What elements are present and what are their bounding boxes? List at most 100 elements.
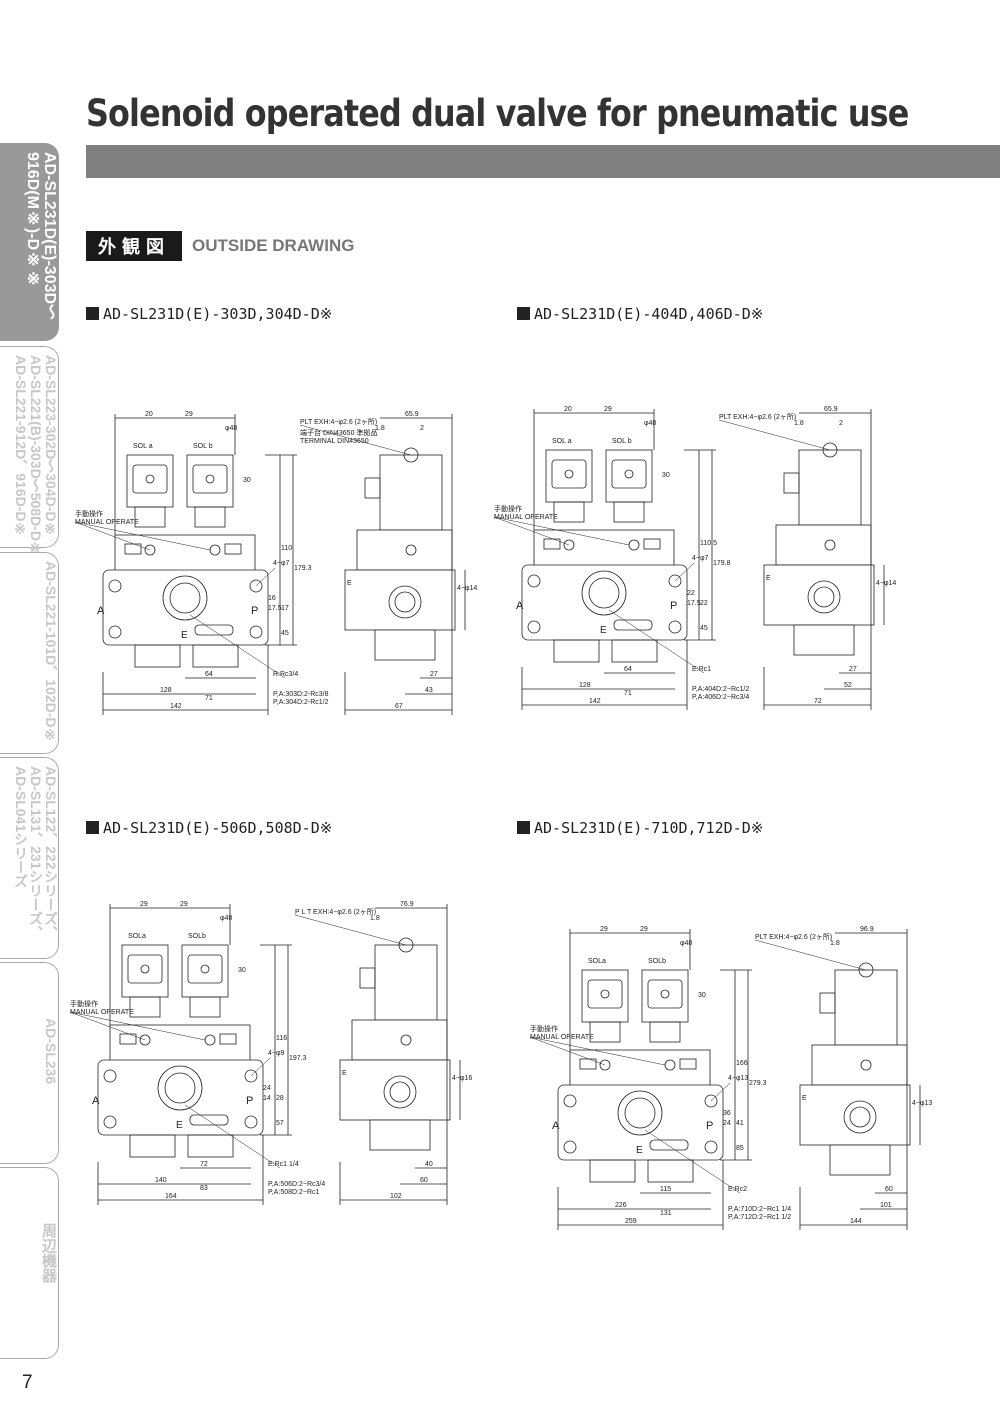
dimension-label: 142 bbox=[170, 703, 182, 710]
dimension-label: P bbox=[251, 605, 258, 617]
dimension-label: 30 bbox=[698, 992, 706, 999]
sidebar-tab-label: AD-SL236 bbox=[43, 1018, 59, 1085]
dimension-label: 1.8 bbox=[370, 915, 380, 922]
dimension-label: P,A:404D:2−Rc1/2 bbox=[692, 686, 749, 693]
dimension-label: 20 bbox=[564, 406, 572, 413]
dimension-label: P,A:304D:2-Rc1/2 bbox=[273, 699, 329, 706]
dimension-label: 24 bbox=[263, 1085, 271, 1092]
dimension-label: 1.8 bbox=[830, 940, 840, 947]
dimension-label: 142 bbox=[589, 698, 601, 705]
dimension-label: 27 bbox=[430, 671, 438, 678]
dimension-label: 29 bbox=[185, 411, 193, 418]
dimension-label: P,A:712D:2−Rc1 1/2 bbox=[728, 1214, 791, 1221]
dimension-label: E bbox=[347, 580, 352, 587]
dimension-label: 29 bbox=[180, 901, 188, 908]
dimension-label: 60 bbox=[420, 1177, 428, 1184]
dimension-label: A bbox=[92, 1095, 100, 1107]
dimension-label: 29 bbox=[600, 926, 608, 933]
model-heading-2: AD-SL231D(E)-404D,406D-D※ bbox=[517, 305, 763, 323]
dimension-label: SOL a bbox=[133, 443, 153, 450]
dimension-label: 52 bbox=[844, 682, 852, 689]
side-view bbox=[718, 409, 885, 710]
dimension-label: 22 bbox=[700, 600, 708, 607]
dimension-label: 2 bbox=[839, 420, 843, 427]
sidebar-tab-ad-sl236[interactable]: AD-SL236 bbox=[0, 962, 59, 1164]
model-heading-1: AD-SL231D(E)-303D,304D-D※ bbox=[86, 305, 332, 323]
sidebar-tab-ad-sl122-series[interactable]: AD-SL122、222シリーズ、 AD-SL131、231シリーズ、 AD-S… bbox=[0, 757, 59, 959]
dimension-label: E:Rc1 bbox=[692, 666, 711, 673]
dimension-label: PLT EXH:4−φ2.6 (2ヶ所) bbox=[755, 932, 832, 941]
sidebar-tab-label: AD-SL221-101D、102D-D※ bbox=[43, 561, 59, 744]
dimension-label: TERMINAL DIN43650 bbox=[300, 438, 369, 445]
dimension-label: SOL b bbox=[612, 438, 632, 445]
dimension-label: 36 bbox=[723, 1110, 731, 1117]
dimension-label: 57 bbox=[276, 1120, 284, 1127]
dimension-label: φ48 bbox=[680, 940, 692, 947]
dimension-label: 45 bbox=[700, 625, 708, 632]
dimension-label: E bbox=[766, 575, 771, 582]
dimension-label: MANUAL OPERATE bbox=[530, 1034, 594, 1041]
dimension-label: 41 bbox=[736, 1120, 744, 1127]
dimension-label: 手動操作 bbox=[530, 1024, 558, 1033]
sidebar-tab-ad-sl223[interactable]: AD-SL223-302D～304D-D※ AD-SL221(B)-303D～5… bbox=[0, 346, 59, 561]
dimension-label: 手動操作 bbox=[75, 509, 103, 518]
model-heading-4: AD-SL231D(E)-710D,712D-D※ bbox=[517, 819, 763, 837]
sidebar-tab-ad-sl221-101d[interactable]: AD-SL221-101D、102D-D※ bbox=[0, 552, 59, 754]
dimension-label: 65.9 bbox=[824, 406, 838, 413]
dimension-label: φ48 bbox=[225, 425, 237, 432]
dimension-label: 96.9 bbox=[860, 926, 874, 933]
dimension-label: 端子台 DIN43650 準拠品 bbox=[300, 428, 377, 437]
dimension-label: A bbox=[97, 605, 105, 617]
dimension-label: 16 bbox=[268, 595, 276, 602]
solenoid-a-icon bbox=[121, 944, 169, 998]
dimension-label: 110.5 bbox=[700, 540, 717, 547]
side-view bbox=[754, 929, 921, 1230]
dimension-label: 179.8 bbox=[713, 560, 731, 567]
dimension-label: 226 bbox=[615, 1202, 627, 1209]
dimension-label: E bbox=[600, 625, 607, 636]
sidebar-tab-label: AD-SL223-302D～304D-D※ AD-SL221(B)-303D～5… bbox=[13, 355, 59, 561]
dimension-label: E bbox=[176, 1120, 183, 1131]
dimension-label: E bbox=[342, 1070, 347, 1077]
page-title: Solenoid operated dual valve for pneumat… bbox=[86, 92, 909, 135]
dimension-label: 2 bbox=[420, 425, 424, 432]
dimension-label: A bbox=[552, 1120, 560, 1132]
sidebar-tab-peripherals[interactable]: 周辺機器 bbox=[0, 1167, 59, 1359]
front-view bbox=[74, 414, 297, 715]
outside-drawing-4: 29 29 φ48 96.9 1.8 SOLa SOLb PLT EXH:4−φ… bbox=[529, 925, 932, 1235]
dimension-label: 64 bbox=[205, 671, 213, 678]
dimension-label: MANUAL OPERATE bbox=[70, 1009, 134, 1016]
dimension-label: 259 bbox=[625, 1218, 637, 1225]
dimension-label: A bbox=[516, 600, 524, 612]
front-view bbox=[529, 929, 752, 1230]
dimension-label: 67 bbox=[395, 703, 403, 710]
dimension-label: 4−φ13 bbox=[912, 1100, 932, 1107]
dimension-label: SOLb bbox=[648, 958, 666, 965]
dimension-label: 27 bbox=[849, 666, 857, 673]
dimension-label: P L T EXH:4−φ2.6 (2ヶ所) bbox=[295, 907, 376, 916]
dimension-label: 140 bbox=[155, 1177, 167, 1184]
dimension-label: 76.9 bbox=[400, 901, 414, 908]
square-bullet-icon bbox=[86, 307, 99, 320]
sidebar-tab-label: AD-SL231D(E)-303D～ 916D(M※)-D※※ bbox=[24, 152, 58, 321]
dimension-label: P bbox=[670, 600, 677, 612]
dimension-label: SOL b bbox=[193, 443, 213, 450]
dimension-label: 101 bbox=[880, 1202, 892, 1209]
dimension-label: φ48 bbox=[220, 915, 232, 922]
dimension-label: 43 bbox=[425, 687, 433, 694]
dimension-label: 1.8 bbox=[375, 425, 385, 432]
dimension-label: 197.3 bbox=[289, 1055, 307, 1062]
solenoid-a-icon bbox=[126, 454, 174, 508]
dimension-label: P,A:508D:2−Rc1 bbox=[268, 1189, 320, 1196]
dimension-label: E bbox=[802, 1095, 807, 1102]
dimension-label: 24 bbox=[723, 1120, 731, 1127]
side-view bbox=[299, 414, 466, 715]
dimension-label: 40 bbox=[425, 1161, 433, 1168]
solenoid-b-icon bbox=[605, 449, 653, 503]
dimension-label: 4−φ14 bbox=[876, 580, 896, 587]
dimension-label: 4−φ14 bbox=[457, 585, 477, 592]
dimension-label: 128 bbox=[579, 682, 591, 689]
dimension-label: P,A:406D:2−Rc3/4 bbox=[692, 694, 749, 701]
sidebar-tab-ad-sl231d[interactable]: AD-SL231D(E)-303D～ 916D(M※)-D※※ bbox=[0, 143, 59, 341]
front-view bbox=[69, 904, 292, 1205]
